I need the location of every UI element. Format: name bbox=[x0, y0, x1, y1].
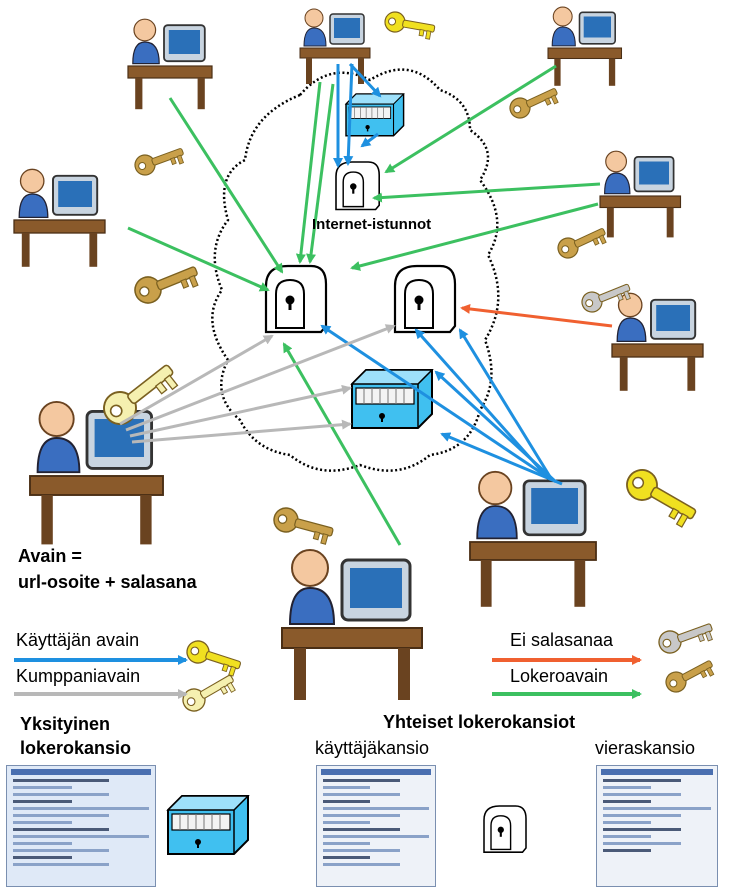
file-drawer-icon bbox=[167, 795, 249, 855]
guest-folder-screenshot bbox=[596, 765, 718, 887]
internet-sessions-label: Internet-istunnot bbox=[312, 216, 432, 233]
guest-folder-label: vieraskansio bbox=[595, 738, 696, 758]
key-icon bbox=[183, 637, 244, 678]
legend-locker-key-label: Lokeroavain bbox=[510, 666, 609, 686]
key-icon bbox=[270, 504, 337, 546]
user-folder-label: käyttäjäkansio bbox=[315, 738, 430, 758]
key-icon bbox=[506, 81, 562, 123]
private-folder-title-line2: lokerokansio bbox=[20, 738, 132, 758]
person-at-computer-icon bbox=[468, 470, 598, 609]
locker-icon bbox=[335, 161, 380, 211]
person-at-computer-icon bbox=[127, 18, 213, 111]
person-at-computer-icon bbox=[611, 292, 704, 392]
key-icon bbox=[131, 141, 187, 180]
file-drawer-icon bbox=[351, 369, 433, 429]
key-icon bbox=[178, 667, 239, 717]
file-drawer-icon bbox=[345, 93, 405, 137]
partner-key-arrows bbox=[119, 324, 396, 444]
key-icon bbox=[661, 653, 718, 698]
user-folder-screenshot bbox=[316, 765, 436, 887]
person-at-computer-icon bbox=[13, 168, 106, 268]
legend-partner-key-label: Kumppaniavain bbox=[16, 666, 141, 686]
private-folder-title-line1: Yksityinen bbox=[20, 714, 111, 734]
key-icon bbox=[655, 615, 717, 658]
locker-icon bbox=[264, 264, 328, 334]
shared-folders-title: Yhteiset lokerokansiot bbox=[383, 712, 576, 732]
internet-cloud bbox=[211, 68, 500, 472]
key-icon bbox=[619, 463, 703, 531]
person-at-computer-icon bbox=[599, 150, 682, 239]
person-at-computer-icon bbox=[547, 6, 623, 87]
locker-icon bbox=[393, 264, 457, 334]
legend-no-password-label: Ei salasanaa bbox=[510, 630, 614, 650]
private-folder-screenshot bbox=[6, 765, 156, 887]
key-icon bbox=[382, 9, 437, 41]
legend-user-key-label: Käyttäjän avain bbox=[16, 630, 140, 650]
key-icon bbox=[554, 221, 610, 263]
key-definition-line1: Avain = bbox=[18, 546, 82, 566]
key-icon bbox=[130, 257, 203, 309]
user-key-arrows bbox=[320, 62, 563, 486]
locker-key-arrows bbox=[127, 64, 601, 546]
no-password-arrow bbox=[460, 303, 613, 328]
key-definition-line2: url-osoite + salasana bbox=[18, 572, 197, 592]
locker-icon bbox=[483, 805, 527, 853]
person-at-computer-icon bbox=[280, 548, 424, 702]
